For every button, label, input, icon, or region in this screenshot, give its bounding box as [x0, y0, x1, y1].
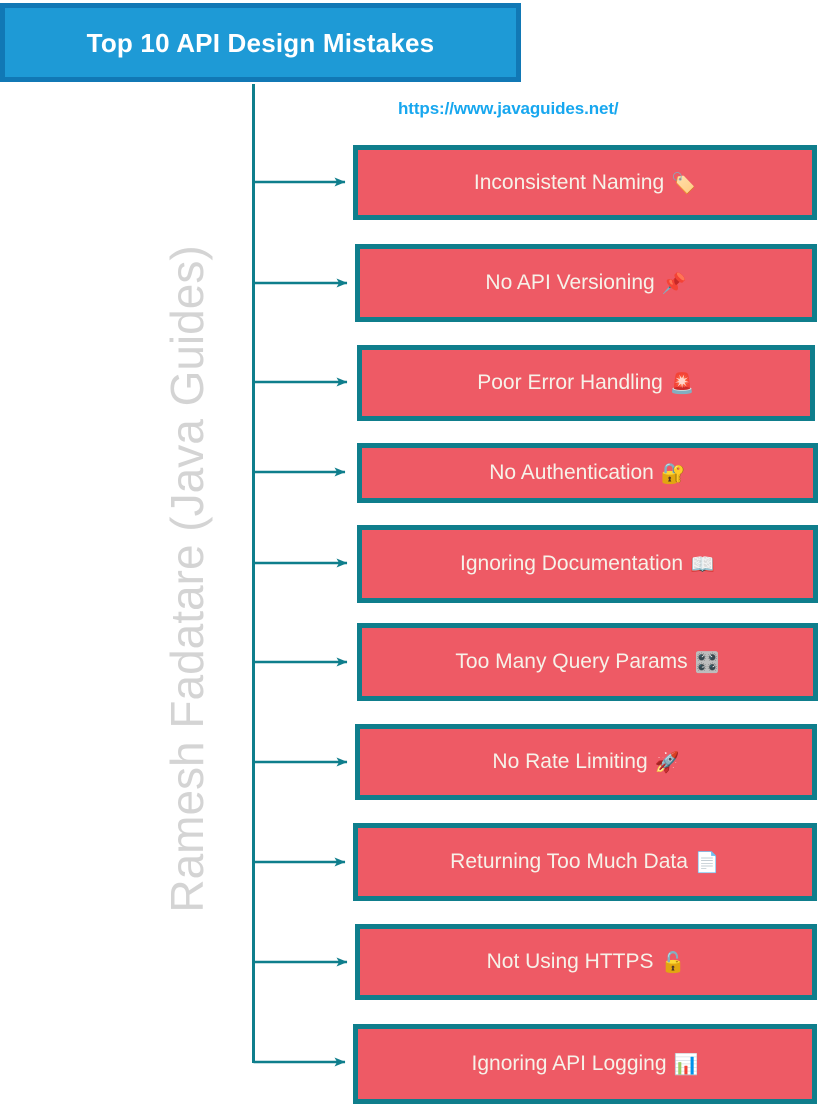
mistake-box-9[interactable]: Not Using HTTPS 🔓 [355, 924, 817, 1000]
mistake-text-4: No Authentication [489, 461, 654, 484]
mistake-label-9: Not Using HTTPS 🔓 [487, 951, 686, 973]
author-watermark: Ramesh Fadatare (Java Guides) [161, 245, 213, 913]
mistake-label-3: Poor Error Handling 🚨 [477, 372, 695, 394]
mistake-label-2: No API Versioning 📌 [485, 272, 686, 294]
mistake-text-3: Poor Error Handling [477, 371, 663, 394]
rocket-icon: 🚀 [654, 752, 680, 774]
mistake-box-2[interactable]: No API Versioning 📌 [355, 244, 817, 322]
mistake-label-10: Ignoring API Logging 📊 [472, 1053, 699, 1075]
mistake-box-7[interactable]: No Rate Limiting 🚀 [355, 724, 817, 800]
site-url-link[interactable]: https://www.javaguides.net/ [398, 99, 619, 118]
unlocked-padlock-icon: 🔓 [660, 952, 686, 974]
page-document-icon: 📄 [694, 852, 720, 874]
mistake-box-8[interactable]: Returning Too Much Data 📄 [353, 823, 817, 901]
mistake-box-6[interactable]: Too Many Query Params 🎛️ [357, 623, 818, 701]
mistake-text-10: Ignoring API Logging [471, 1052, 667, 1075]
page-title: Top 10 API Design Mistakes [86, 27, 435, 58]
open-book-icon: 📖 [690, 554, 715, 576]
control-knobs-icon: 🎛️ [694, 652, 720, 674]
mistake-box-5[interactable]: Ignoring Documentation 📖 [357, 525, 818, 603]
locked-with-key-icon: 🔐 [660, 463, 686, 485]
mistake-label-8: Returning Too Much Data 📄 [450, 851, 720, 873]
mistake-label-5: Ignoring Documentation 📖 [460, 553, 715, 575]
mistake-text-1: Inconsistent Naming [473, 170, 665, 194]
mistake-box-10[interactable]: Ignoring API Logging 📊 [353, 1024, 817, 1104]
label-tag-icon: 🏷️ [671, 172, 697, 195]
mistake-label-4: No Authentication 🔐 [489, 462, 686, 484]
diagram-title-box: Top 10 API Design Mistakes [0, 3, 521, 82]
mistake-text-2: No API Versioning [485, 271, 655, 294]
pushpin-icon: 📌 [661, 273, 687, 295]
mistake-text-8: Returning Too Much Data [450, 850, 688, 873]
mistake-box-4[interactable]: No Authentication 🔐 [357, 443, 818, 503]
mistake-box-3[interactable]: Poor Error Handling 🚨 [357, 345, 815, 421]
bar-chart-icon: 📊 [673, 1054, 699, 1076]
mistake-label-1: Inconsistent Naming 🏷️ [474, 172, 696, 194]
mistake-text-9: Not Using HTTPS [486, 950, 654, 973]
siren-light-icon: 🚨 [669, 373, 695, 395]
mistake-label-7: No Rate Limiting 🚀 [492, 751, 679, 773]
mistake-label-6: Too Many Query Params 🎛️ [455, 651, 719, 673]
mistake-text-7: No Rate Limiting [492, 750, 648, 773]
mistake-text-6: Too Many Query Params [455, 650, 688, 673]
mistake-text-5: Ignoring Documentation [460, 552, 684, 575]
mistake-box-1[interactable]: Inconsistent Naming 🏷️ [353, 145, 817, 220]
